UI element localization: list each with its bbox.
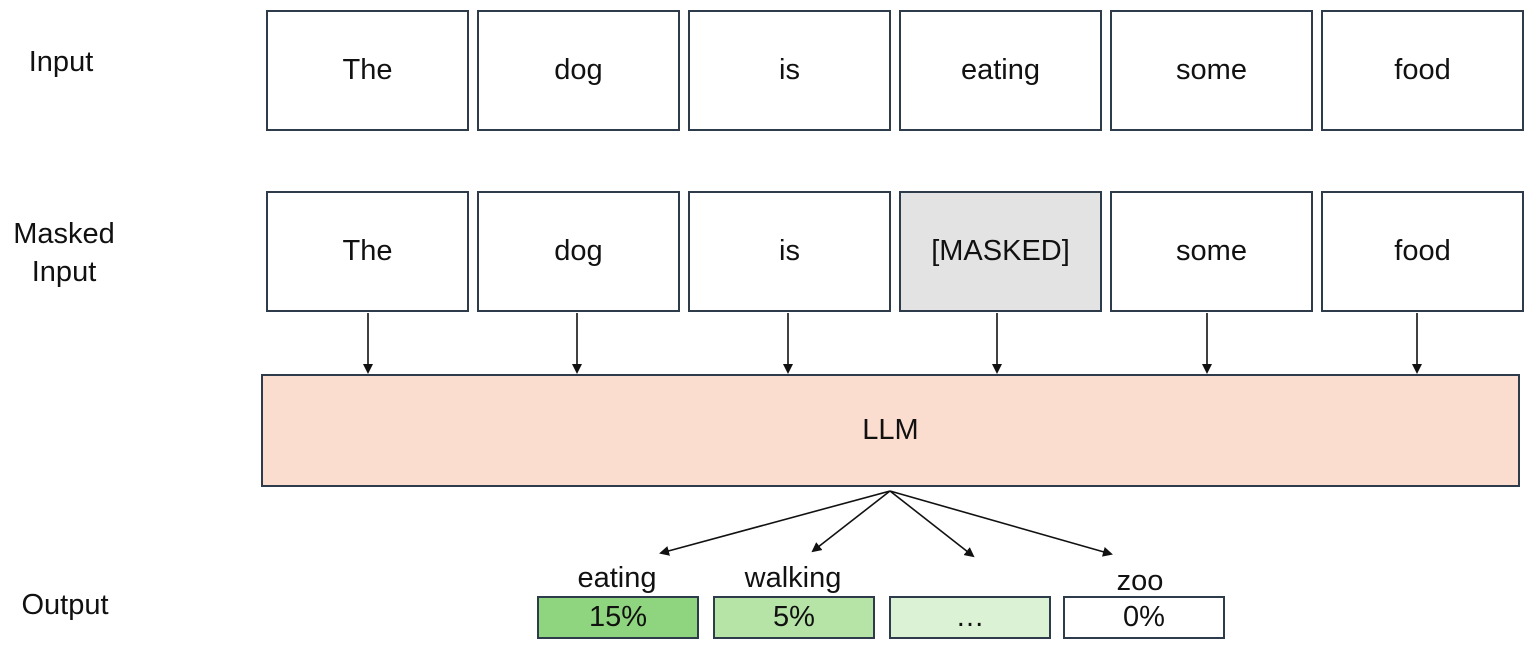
output-row-label: Output [21,589,109,621]
prediction-prob-box: … [889,596,1051,639]
input-token: some [1110,10,1313,131]
input-token: The [266,10,469,131]
masked-token: [MASKED] [899,191,1102,312]
llm-to-prediction-arrow [889,490,975,558]
llm-to-prediction-arrow [889,490,1113,557]
prediction-word: eating [577,562,657,594]
masked-input-token: is [688,191,891,312]
masked-input-token: some [1110,191,1313,312]
input-token: dog [477,10,680,131]
prediction-word: walking [744,562,842,594]
llm-to-prediction-arrow [659,490,891,556]
prediction-word: zoo [1116,565,1164,597]
input-token: is [688,10,891,131]
llm-to-prediction-arrow [811,490,891,553]
masked-input-token: food [1321,191,1524,312]
llm-box: LLM [261,374,1520,487]
prediction-prob-box: 0% [1063,596,1225,639]
masked-input-token: The [266,191,469,312]
input-row-label: Input [28,46,94,78]
input-token: food [1321,10,1524,131]
masked-input-token: dog [477,191,680,312]
input-token: eating [899,10,1102,131]
masked-input-row-label-line1: Masked [13,218,115,250]
prediction-prob-box: 5% [713,596,875,639]
prediction-prob-box: 15% [537,596,699,639]
masked-input-row-label-line2: Input [31,256,97,288]
